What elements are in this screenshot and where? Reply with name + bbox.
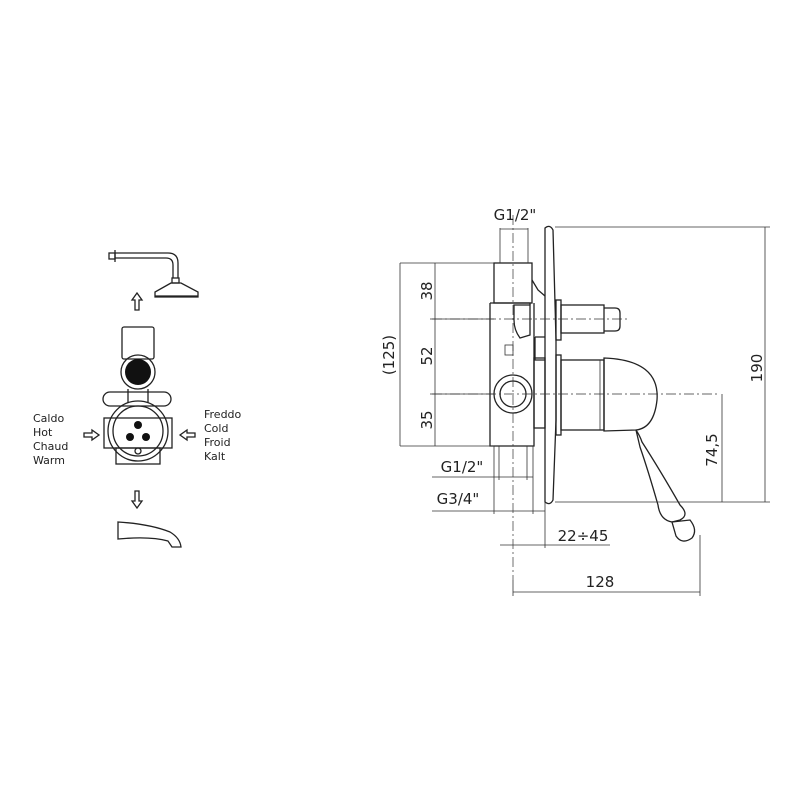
dim-handle-drop: 74,5 [703,433,721,466]
dim-seg-mid: 52 [418,346,436,365]
arrow-up-icon [130,291,144,311]
dim-wall-depth: 22÷45 [558,527,609,545]
cold-label-fr: Froid [204,436,231,449]
hot-label-en: Hot [33,426,53,439]
bath-spout-icon [117,521,182,548]
hot-label-it: Caldo [33,412,64,425]
dim-overall-body: (125) [380,335,398,375]
hot-label-de: Warm [33,454,65,467]
hot-labels: Caldo Hot Chaud Warm [33,412,68,467]
shower-head-icon [108,250,199,298]
cold-labels: Freddo Cold Froid Kalt [204,408,242,463]
arrow-in-cold-icon [178,428,196,442]
mixer-side-view [489,225,696,542]
diverter-valve-icon [102,326,173,465]
dim-bottom-thread-1: G1/2" [441,458,484,476]
dim-seg-top: 38 [418,281,436,300]
dim-top-thread: G1/2" [494,206,537,224]
dim-seg-bottom: 35 [418,410,436,429]
dim-plate-height: 190 [748,354,766,383]
dim-total-depth: 128 [586,573,615,591]
cold-label-de: Kalt [204,450,226,463]
arrow-down-icon [130,490,144,510]
dim-bottom-thread-2: G3/4" [437,490,480,508]
hot-label-fr: Chaud [33,440,68,453]
cold-label-en: Cold [204,422,228,435]
arrow-in-hot-icon [83,428,101,442]
dimension-lines [399,226,770,596]
cold-label-it: Freddo [204,408,242,421]
